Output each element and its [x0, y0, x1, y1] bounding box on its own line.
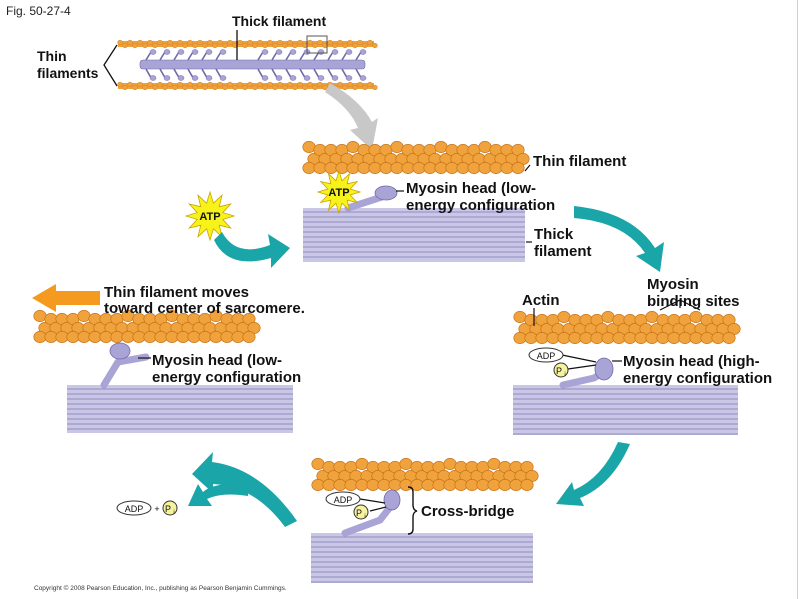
thin-filaments-bracket: [103, 44, 118, 87]
step4-group: [32, 284, 293, 433]
thin-moves-label-line1: Thin filament moves: [104, 284, 250, 301]
release-arrow: [188, 483, 248, 506]
arrow-step2-to-step3: [556, 442, 630, 506]
released-pi-circle: [162, 500, 178, 516]
step1-head-label-line2: energy configuration: [406, 197, 556, 214]
filament-stripes: [67, 388, 293, 430]
released-pi-sub: i: [173, 510, 174, 516]
step2-actin-strand: [513, 311, 741, 344]
step4-myosin-head: [109, 342, 131, 360]
step2-pi-sub: i: [564, 372, 565, 378]
zoom-arrow: [325, 83, 378, 150]
overview-thin-label-line1: Thin: [37, 48, 67, 64]
window-right-edge: [797, 0, 804, 599]
step4-head-label-line1: Myosin head (low-: [152, 352, 283, 369]
step2-adp-capsule: [528, 347, 564, 363]
binding-sites-label-line2: binding sites: [647, 293, 740, 310]
step4-myosin-neck: [100, 353, 150, 389]
step2-thick-filament: [513, 385, 738, 435]
step3-myosin-head: [383, 489, 401, 511]
step2-pi-circle: [553, 362, 569, 378]
overview-thin-label-line2: filaments: [37, 65, 99, 81]
step1-thick-label-line1: Thick: [534, 226, 574, 243]
atp-binding-arrow: [214, 232, 290, 268]
step3-myosin-neck: [341, 502, 395, 537]
step2-group: [513, 299, 741, 435]
step1-myosin-head: [374, 185, 398, 201]
thin-filament-move-arrow: [32, 284, 100, 312]
arrow-step1-to-step2: [574, 206, 664, 272]
step3-thick-filament: [311, 533, 533, 583]
step4-head-label-line2: energy configuration: [152, 369, 302, 386]
step3-pi-sub: i: [364, 514, 365, 520]
step2-pi-text: P: [556, 366, 562, 376]
step2-head-label-line2: energy configuration: [623, 370, 773, 387]
step3-pi-circle: [353, 504, 369, 520]
step1-atp-burst: [316, 169, 362, 215]
incoming-atp-text: ATP: [199, 211, 220, 223]
step1-thin-pointer: [524, 164, 531, 172]
step3-adp-text: ADP: [334, 495, 353, 505]
overview-myosin-heads: [117, 39, 378, 91]
step2-pi-line: [567, 364, 597, 370]
released-adp-capsule: [116, 500, 152, 516]
step3-group: [311, 458, 539, 583]
copyright-notice: Copyright © 2008 Pearson Education, Inc.…: [34, 585, 287, 592]
step3-pi-line: [369, 506, 387, 512]
step2-adp-text: ADP: [537, 351, 556, 361]
cross-bridge-bracket: [407, 486, 418, 535]
step2-myosin-head: [594, 357, 614, 381]
incoming-atp: [184, 190, 290, 268]
actin-label: Actin: [522, 292, 560, 309]
thin-moves-label-line2: toward center of sarcomere.: [104, 300, 305, 317]
step1-actin-strand: [302, 141, 530, 174]
filament-stripes: [303, 211, 525, 258]
binding-sites-label-line1: Myosin: [647, 276, 699, 293]
released-pi-text: P: [165, 504, 171, 514]
binding-sites-pointer: [659, 299, 701, 311]
step1-thick-filament: [303, 208, 525, 262]
step1-thick-label-line2: filament: [534, 243, 592, 260]
step3-actin-strand: [311, 458, 539, 491]
overview-zoom-box: [306, 35, 328, 54]
step4-actin-strand: [33, 310, 261, 343]
step1-head-label-line1: Myosin head (low-: [406, 180, 537, 197]
step1-atp-text: ATP: [328, 187, 349, 199]
filament-stripes: [311, 536, 533, 583]
filament-stripes: [513, 388, 738, 435]
released-plus: +: [154, 504, 159, 514]
overview-sarcomere: [103, 30, 378, 150]
step3-adp-capsule: [325, 491, 361, 507]
overview-thick-filament: [139, 59, 366, 70]
figure-label: Fig. 50-27-4: [6, 4, 71, 18]
step3-adp-line: [359, 498, 386, 504]
cross-bridge-label: Cross-bridge: [421, 503, 515, 520]
released-adp-text: ADP: [125, 504, 144, 514]
step2-adp-line: [561, 354, 597, 363]
overview-thick-label: Thick filament: [232, 13, 327, 29]
step1-thin-label: Thin filament: [533, 153, 627, 170]
step1-group: [302, 141, 532, 262]
step2-head-label-line1: Myosin head (high-: [623, 353, 760, 370]
step3-pi-text: P: [356, 508, 362, 518]
